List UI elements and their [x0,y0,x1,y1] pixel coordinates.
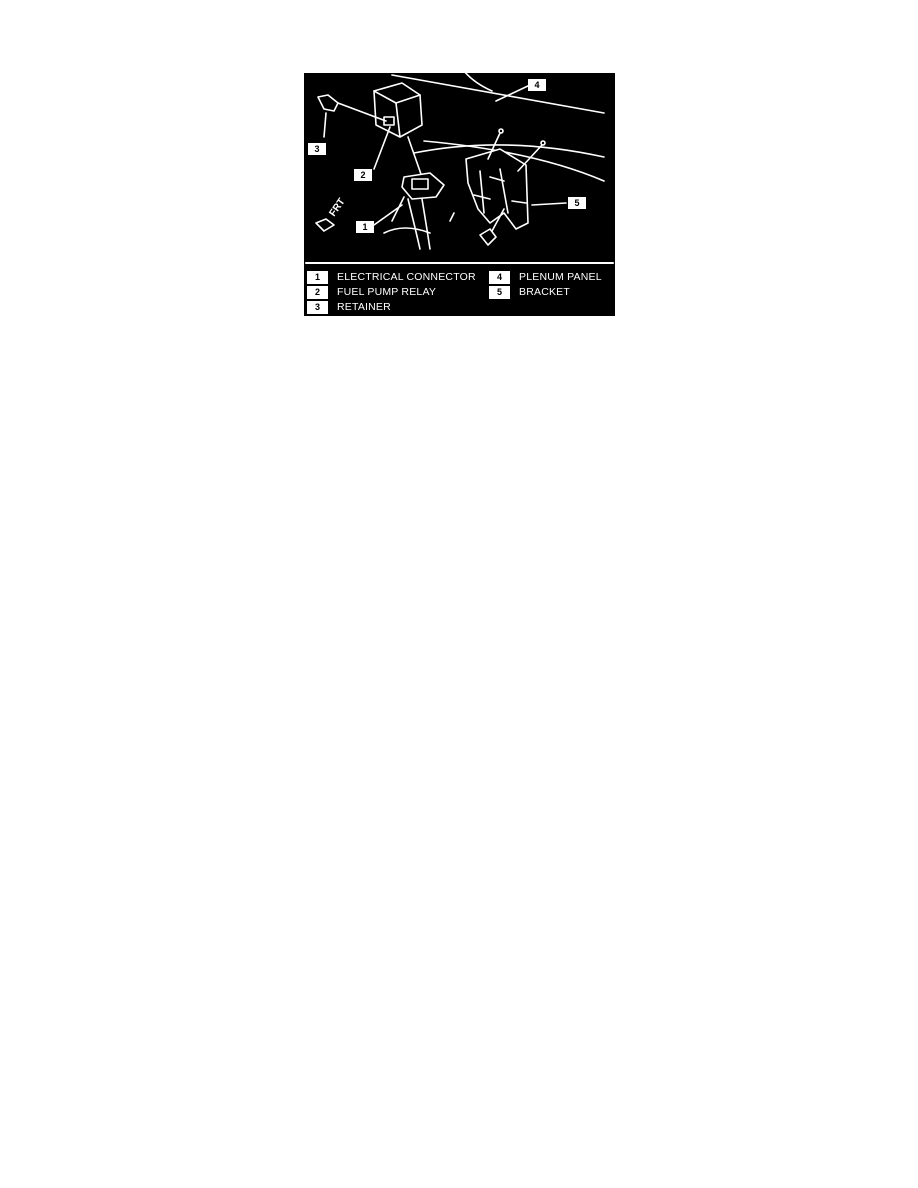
leader-1 [373,204,403,226]
legend-number: 1 [307,271,328,284]
legend-number: 3 [307,301,328,314]
callout-4-number: 4 [534,80,539,90]
legend: 1 ELECTRICAL CONNECTOR 2 FUEL PUMP RELAY 3… [304,268,615,316]
retainer [317,94,339,112]
legend-label: PLENUM PANEL [519,271,602,283]
legend-item: 1 ELECTRICAL CONNECTOR [307,271,476,284]
callout-3-number: 3 [314,144,319,154]
fuel-pump-relay-body [373,82,423,138]
front-arrow [315,218,335,232]
diagram-drawing: 4 3 2 1 5 FRT [305,73,614,264]
legend-item: 4 PLENUM PANEL [489,271,602,284]
legend-number: 2 [307,286,328,299]
callout-4: 4 [528,79,546,91]
leader-3 [323,112,327,138]
plenum-panel-outline [391,74,605,114]
legend-label: ELECTRICAL CONNECTOR [337,271,476,283]
callout-2: 2 [354,169,372,181]
legend-item: 3 RETAINER [307,301,391,314]
leader-4 [495,84,531,102]
legend-number: 5 [489,286,510,299]
leader-2 [373,126,391,170]
callout-3: 3 [308,143,326,155]
callout-5-number: 5 [574,198,579,208]
legend-item: 5 BRACKET [489,286,570,299]
electrical-connector [401,172,445,200]
callout-5: 5 [568,197,586,209]
bolt [479,228,497,246]
callout-2-number: 2 [360,170,365,180]
bracket [465,148,529,230]
callout-1: 1 [356,221,374,233]
legend-label: RETAINER [337,301,391,313]
callout-1-number: 1 [362,222,367,232]
leader-5 [531,202,567,206]
plenum-panel-lower [423,140,605,182]
plenum-panel-edge [464,73,493,92]
legend-label: BRACKET [519,286,570,298]
legend-item: 2 FUEL PUMP RELAY [307,286,436,299]
legend-number: 4 [489,271,510,284]
front-marker-label: FRT [327,196,347,218]
plenum-panel-contour [413,144,605,158]
legend-label: FUEL PUMP RELAY [337,286,437,298]
